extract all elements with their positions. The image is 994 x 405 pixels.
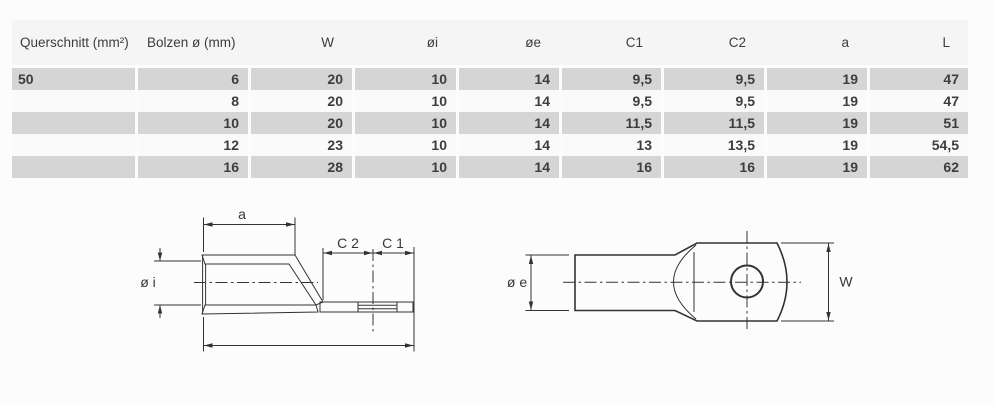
lug-palm: [319, 301, 414, 313]
table-cell: 47: [867, 90, 968, 112]
table-cell: [12, 156, 135, 178]
lug-palm-hatch-right: [396, 301, 414, 313]
table-cell: 10: [352, 156, 456, 178]
table-cell: 19: [764, 90, 867, 112]
header-row: Querschnitt (mm²) Bolzen ø (mm) W øi øe …: [12, 20, 968, 68]
lug-palm-hatch-left: [319, 301, 359, 313]
side-view-drawing: a C 2 C 1 ø i: [140, 206, 415, 352]
dim-label-a: a: [238, 206, 246, 222]
table-cell: 14: [456, 156, 559, 178]
column-header-w: W: [248, 20, 352, 68]
table-cell: 50: [12, 68, 135, 90]
table-cell: 11,5: [559, 112, 661, 134]
table-row: 50 6 20 10 14 9,5 9,5 19 47: [12, 68, 968, 90]
arrowhead: [204, 343, 213, 348]
table-cell: 19: [764, 134, 867, 156]
arrowhead: [157, 252, 163, 261]
table-cell: 23: [248, 134, 352, 156]
table-cell: 16: [661, 156, 764, 178]
column-header-a: a: [764, 20, 867, 68]
arrowhead: [405, 250, 414, 256]
table-cell: 9,5: [661, 90, 764, 112]
arrowhead: [286, 222, 295, 227]
table-cell: 62: [867, 156, 968, 178]
table-cell: 10: [352, 112, 456, 134]
column-header-bolzen: Bolzen ø (mm): [135, 20, 248, 68]
column-header-c2: C2: [661, 20, 764, 68]
table-cell: [12, 90, 135, 112]
table-cell: 6: [135, 68, 248, 90]
table-cell: 14: [456, 68, 559, 90]
lug-bottom-wall: [201, 304, 319, 315]
dim-label-w: W: [839, 274, 853, 290]
column-header-oi: øi: [352, 20, 456, 68]
arrowhead: [826, 312, 831, 321]
table-cell: 13: [559, 134, 661, 156]
table-cell: 11,5: [661, 112, 764, 134]
table-row: 8 20 10 14 9,5 9,5 19 47: [12, 90, 968, 112]
dim-label-c1: C 1: [382, 235, 404, 251]
arrowhead: [528, 301, 534, 310]
table-cell: 16: [559, 156, 661, 178]
dim-label-di: ø i: [140, 274, 156, 290]
table-row: 10 20 10 14 11,5 11,5 19 51: [12, 112, 968, 134]
table-cell: 47: [867, 68, 968, 90]
table-cell: 10: [352, 68, 456, 90]
arrowhead: [204, 222, 213, 227]
table-cell: [12, 134, 135, 156]
dim-label-de: ø e: [507, 274, 527, 290]
top-view-drawing: ø e W: [507, 231, 853, 330]
lug-outline: [574, 242, 788, 322]
table-cell: 14: [456, 90, 559, 112]
dim-label-c2: C 2: [337, 235, 359, 251]
table-cell: 9,5: [661, 68, 764, 90]
table-cell: 20: [248, 112, 352, 134]
table-cell: 12: [135, 134, 248, 156]
table-row: 12 23 10 14 13 13,5 19 54,5: [12, 134, 968, 156]
table-cell: 13,5: [661, 134, 764, 156]
table-cell: 28: [248, 156, 352, 178]
column-header-querschnitt: Querschnitt (mm²): [12, 20, 135, 68]
table-row: 16 28 10 14 16 16 19 62: [12, 156, 968, 178]
table-cell: 20: [248, 68, 352, 90]
column-header-l: L: [867, 20, 968, 68]
table-cell: 16: [135, 156, 248, 178]
table-cell: 19: [764, 112, 867, 134]
arrowhead: [528, 255, 534, 264]
spec-table: Querschnitt (mm²) Bolzen ø (mm) W øi øe …: [12, 20, 968, 178]
table-cell: 10: [352, 90, 456, 112]
column-header-c1: C1: [559, 20, 661, 68]
table-cell: 14: [456, 112, 559, 134]
table-cell: 20: [248, 90, 352, 112]
table-cell: 10: [135, 112, 248, 134]
table-cell: 9,5: [559, 90, 661, 112]
lug-top-wall: [201, 254, 324, 306]
table-cell: 14: [456, 134, 559, 156]
table-cell: 19: [764, 68, 867, 90]
arrowhead: [826, 243, 831, 252]
table-cell: 19: [764, 156, 867, 178]
arrowhead: [373, 250, 382, 256]
table-cell: 10: [352, 134, 456, 156]
table-cell: 9,5: [559, 68, 661, 90]
arrowhead: [157, 305, 163, 314]
arrowhead: [364, 250, 373, 256]
table-cell: 8: [135, 90, 248, 112]
table-cell: 54,5: [867, 134, 968, 156]
column-header-oe: øe: [456, 20, 559, 68]
arrowhead: [405, 343, 414, 348]
table-cell: [12, 112, 135, 134]
table-cell: 51: [867, 112, 968, 134]
arrowhead: [323, 250, 332, 256]
